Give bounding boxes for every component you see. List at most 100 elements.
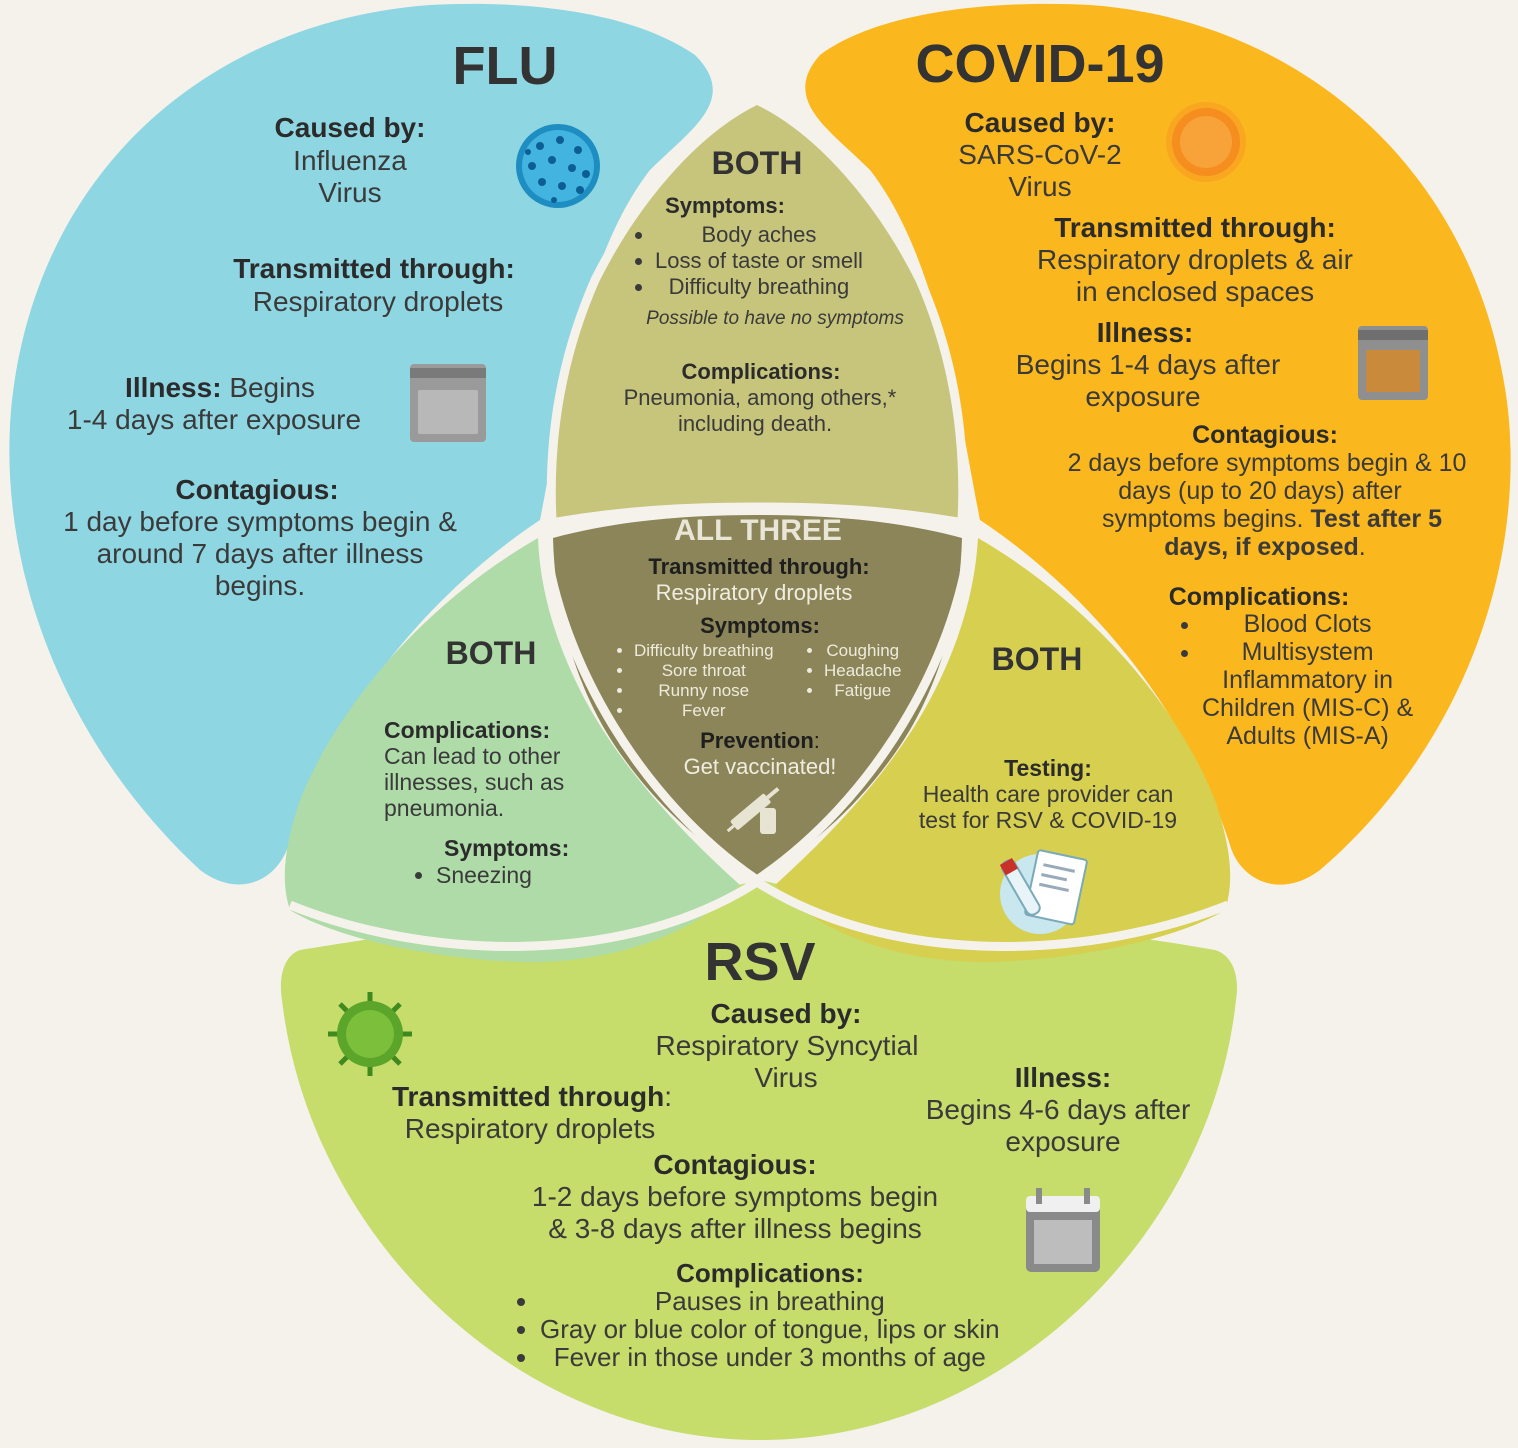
all-three-transmitted-label: Transmitted through: <box>648 554 870 579</box>
flu-covid-note: Possible to have no symptoms <box>646 308 904 329</box>
rsv-illness-2: exposure <box>1005 1126 1121 1157</box>
all-three-prevention-label: Prevention <box>700 728 814 753</box>
flu-rsv-complications-label: Complications: <box>384 717 551 743</box>
flu-rsv-lens <box>284 538 740 963</box>
covid-caused-by-2: Virus <box>1008 171 1072 202</box>
all-three-symptom-4: Fever <box>634 701 774 721</box>
all-three-transmitted-value: Respiratory droplets <box>655 580 853 605</box>
covid-illness-label: Illness: <box>1096 317 1194 348</box>
rsv-illness-1: Begins 4-6 days after <box>925 1094 1191 1125</box>
all-three-prevention-value: Get vaccinated! <box>683 754 837 779</box>
covid-contagious-4-line: days, if exposed. <box>1164 533 1366 561</box>
all-three-symptoms-col2: Coughing Headache Fatigue <box>794 641 902 701</box>
all-three-symptoms-label: Symptoms: <box>700 613 820 638</box>
flu-lobe <box>9 3 713 885</box>
flu-covid-complications-label: Complications: <box>681 359 841 384</box>
flu-covid-lens <box>551 100 963 520</box>
rsv-transmitted-value: Respiratory droplets <box>404 1113 656 1144</box>
flu-virus-icon <box>516 124 600 208</box>
flu-rsv-complications-1: Can lead to other <box>384 743 561 769</box>
all-three-title: ALL THREE <box>674 514 842 547</box>
flu-contagious-label: Contagious: <box>175 474 339 505</box>
rsv-illness-label: Illness: <box>1014 1062 1112 1093</box>
all-three-symptom-6: Headache <box>824 661 902 681</box>
rsv-title: RSV <box>704 932 816 992</box>
flu-rsv-complications-2: illnesses, such as <box>384 769 565 795</box>
flu-covid-title: BOTH <box>711 145 803 181</box>
covid-rsv-testing-2: test for RSV & COVID-19 <box>918 807 1178 833</box>
flu-transmitted-label: Transmitted through: <box>233 253 515 284</box>
flu-contagious-3: begins. <box>214 570 306 601</box>
flu-caused-by-label: Caused by: <box>274 112 426 143</box>
flu-rsv-symptoms-label: Symptoms: <box>444 835 570 861</box>
covid-virus-icon <box>1166 102 1246 182</box>
rsv-calendar-icon <box>1026 1188 1100 1272</box>
covid-transmitted-label: Transmitted through: <box>1054 212 1336 243</box>
covid-illness-2: exposure <box>1085 381 1201 412</box>
covid-rsv-testing-1: Health care provider can <box>922 781 1174 807</box>
all-three-symptom-2: Sore throat <box>634 661 774 681</box>
vaccine-icon <box>726 787 780 834</box>
flu-contagious-1: 1 day before symptoms begin & <box>63 506 457 537</box>
rsv-contagious-1: 1-2 days before symptoms begin <box>531 1181 939 1212</box>
flu-covid-symptom-2: Loss of taste or smell <box>655 248 863 274</box>
covid-complication-2: Multisystem <box>1202 638 1413 666</box>
all-three-symptom-5: Coughing <box>824 641 902 661</box>
flu-covid-symptom-1: Body aches <box>655 222 863 248</box>
covid-caused-by-1: SARS-CoV-2 <box>958 139 1122 170</box>
rsv-caused-by-2: Virus <box>754 1062 818 1093</box>
rsv-contagious-label: Contagious: <box>653 1149 817 1180</box>
test-kit-icon <box>999 849 1088 934</box>
flu-covid-complications-1: Pneumonia, among others,* <box>623 385 897 410</box>
all-three-symptom-1: Difficulty breathing <box>634 641 774 661</box>
covid-contagious-bold-1: Test after 5 <box>1310 505 1442 533</box>
covid-contagious-3-line: symptoms begins. Test after 5 <box>1050 505 1494 533</box>
flu-covid-complications-2: including death. <box>677 411 833 436</box>
covid-rsv-testing-label: Testing: <box>1004 755 1092 781</box>
rsv-complications-label: Complications: <box>676 1258 864 1288</box>
flu-illness-1: Begins <box>229 372 315 403</box>
covid-lobe <box>805 3 1511 885</box>
covid-rsv-title: BOTH <box>991 641 1083 677</box>
flu-rsv-title: BOTH <box>445 635 537 671</box>
covid-contagious-2: days (up to 20 days) after <box>1118 477 1402 505</box>
rsv-contagious-2: & 3-8 days after illness begins <box>548 1213 922 1244</box>
rsv-caused-by-1: Respiratory Syncytial <box>655 1030 919 1061</box>
flu-transmitted-value: Respiratory droplets <box>252 286 504 317</box>
flu-rsv-symptoms-list: Sneezing <box>406 862 532 889</box>
covid-illness-1: Begins 1-4 days after <box>1015 349 1281 380</box>
flu-contagious-2: around 7 days after illness <box>96 538 424 569</box>
covid-contagious-label: Contagious: <box>1192 421 1338 449</box>
covid-complication-3: Inflammatory in <box>1222 666 1394 694</box>
flu-rsv-complications-3: pneumonia. <box>384 795 505 821</box>
flu-covid-symptom-3: Difficulty breathing <box>655 274 863 300</box>
all-three-symptoms-col1: Difficulty breathing Sore throat Runny n… <box>604 641 774 721</box>
covid-contagious-bold-2: days, if exposed <box>1164 533 1359 561</box>
covid-calendar-icon <box>1358 326 1428 400</box>
covid-complication-4: Children (MIS-C) & <box>1202 694 1414 722</box>
flu-caused-by-1: Influenza <box>293 145 407 176</box>
covid-complications-list: Blood Clots Multisystem Inflammatory in … <box>1172 610 1413 750</box>
covid-transmitted-2: in enclosed spaces <box>1075 276 1315 307</box>
rsv-complications-list: Pauses in breathing Gray or blue color o… <box>510 1287 1000 1371</box>
flu-rsv-symptom-1: Sneezing <box>436 862 532 889</box>
rsv-virus-icon <box>328 992 412 1076</box>
flu-illness-label: Illness: <box>125 372 222 403</box>
rsv-caused-by-label: Caused by: <box>710 998 862 1029</box>
covid-rsv-lens <box>775 538 1231 963</box>
covid-title: COVID-19 <box>915 34 1165 94</box>
flu-covid-symptoms-label: Symptoms: <box>665 193 785 218</box>
covid-caused-by-label: Caused by: <box>964 107 1116 138</box>
rsv-complication-3: Fever in those under 3 months of age <box>540 1343 1000 1371</box>
all-three-symptom-7: Fatigue <box>824 681 902 701</box>
rsv-lobe <box>280 880 1238 1440</box>
all-three-symptom-3: Runny nose <box>634 681 774 701</box>
covid-transmitted-1: Respiratory droplets & air <box>1037 244 1353 275</box>
flu-illness-2: 1-4 days after exposure <box>66 404 362 435</box>
covid-complications-label: Complications: <box>1168 583 1350 611</box>
rsv-transmitted-line: Transmitted through: <box>391 1081 672 1112</box>
flu-calendar-icon <box>410 364 486 442</box>
flu-caused-by-2: Virus <box>318 177 382 208</box>
flu-illness-line: Illness: Begins <box>90 372 350 403</box>
